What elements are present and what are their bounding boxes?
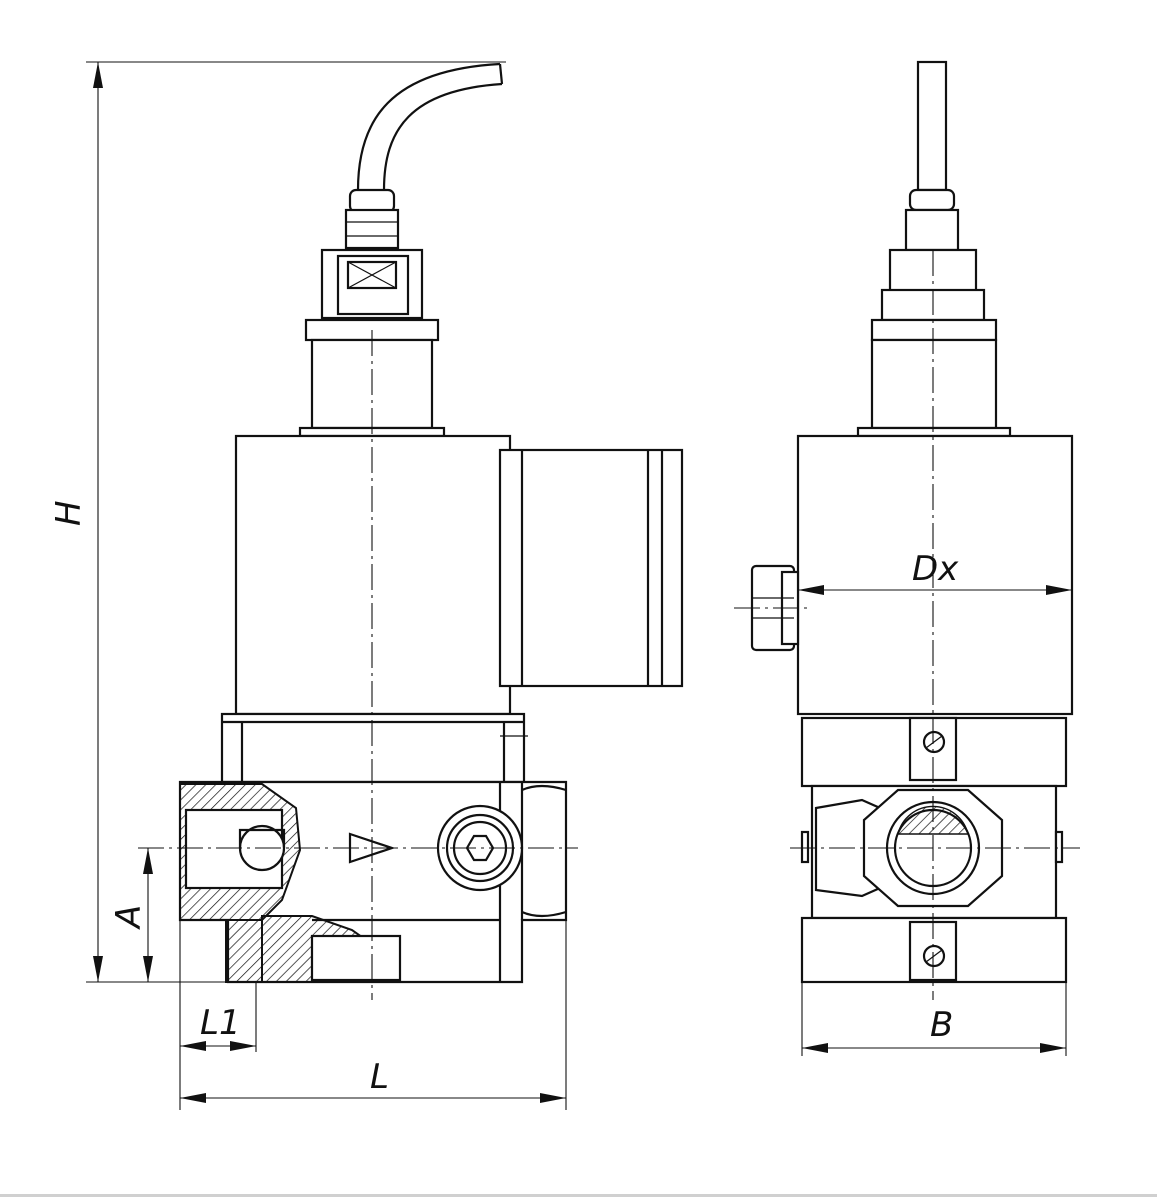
dimension-dx	[798, 585, 1072, 595]
dimension-a	[143, 848, 153, 982]
label-h: H	[49, 500, 89, 526]
side-view	[750, 60, 1074, 984]
label-a: A	[109, 905, 149, 930]
dimension-h	[86, 61, 506, 983]
dimension-b	[801, 982, 1067, 1056]
label-b: B	[930, 1005, 953, 1045]
label-dx: Dx	[912, 549, 959, 589]
label-l: L	[370, 1057, 389, 1097]
dimension-l	[180, 920, 567, 1110]
front-view	[178, 62, 684, 984]
page-bottom-rule	[0, 1194, 1157, 1197]
label-l1: L1	[200, 1003, 241, 1043]
dimension-l1	[179, 920, 257, 1110]
